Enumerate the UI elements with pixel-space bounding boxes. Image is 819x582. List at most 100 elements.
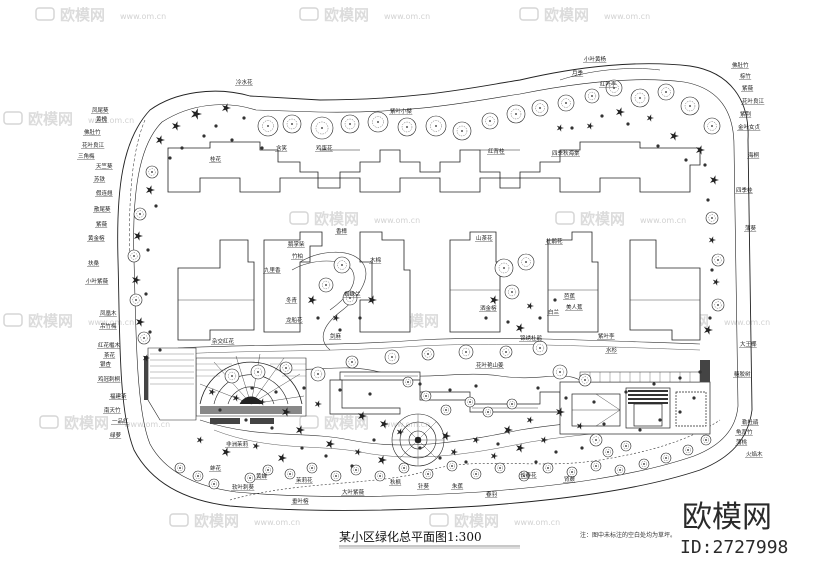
tree-symbol (682, 444, 694, 456)
plant-label-text: 南天竹 (104, 406, 121, 414)
shrub-symbol (564, 396, 568, 400)
shrub-symbol (678, 376, 682, 380)
shrub-symbol (448, 388, 452, 392)
plant-label-text: 水杉 (606, 346, 618, 354)
watermark-text: 欧模网 (28, 312, 73, 330)
palm-symbol (134, 231, 143, 241)
tree-symbol (340, 114, 360, 134)
shrub-symbol (350, 464, 354, 468)
plant-label-text: 蜘蛛兰 (344, 290, 361, 298)
palm-symbol (704, 325, 713, 335)
tree-symbol (464, 396, 476, 408)
palm-symbol (540, 436, 548, 444)
palm-symbol (516, 323, 525, 333)
plant-label-text: 红叶李 (600, 80, 617, 88)
shrub-symbol (506, 320, 510, 324)
plant-label: 桂花 (209, 155, 222, 163)
plant-label: 天竺葵 (95, 162, 113, 170)
plant-label: 吊竹梅 (99, 322, 117, 330)
tree-symbol (602, 446, 614, 458)
tree-symbol (660, 452, 672, 464)
watermark-url: www.om.cn (374, 216, 420, 225)
plant-label-text: 桂花 (210, 155, 222, 163)
shrub-symbol (230, 138, 234, 142)
tree-symbol (425, 115, 447, 137)
tree-symbol (614, 464, 626, 476)
shrub-symbol (158, 348, 162, 352)
tree-symbol (224, 368, 240, 384)
plant-label: 红背桂 (487, 147, 505, 155)
shrub-symbol (592, 400, 596, 404)
tree-symbol (458, 344, 474, 360)
shrub-symbol (652, 382, 656, 386)
shrub-symbol (180, 146, 184, 150)
plant-label: 四季桂 (735, 186, 753, 194)
plant-label: 紫荆 (739, 110, 752, 118)
plant-label: 白兰 (547, 308, 560, 316)
plant-label: 蒲桃 (735, 438, 748, 446)
palm-symbol (308, 295, 317, 305)
watermark-text: 欧模网 (544, 6, 589, 24)
watermark-url: www.om.cn (254, 518, 300, 527)
tree-symbol (494, 462, 506, 474)
watermark-url: www.om.cn (120, 12, 166, 21)
shrub-symbol (626, 122, 630, 126)
plant-label-text: 非洲茉莉 (226, 440, 249, 448)
palm-symbol (450, 448, 458, 456)
plant-label: 佛肚竹 (83, 128, 101, 136)
plant-label-text: 苏铁 (94, 175, 106, 183)
plant-label: 紫薇 (741, 84, 754, 92)
plant-label-text: 山茶花 (476, 234, 493, 242)
pool-area (559, 371, 711, 435)
watermark-icon (299, 415, 319, 429)
tree-symbol (244, 472, 256, 484)
palm-symbol (380, 419, 389, 429)
shrub-symbol (338, 328, 342, 332)
tree-symbol (192, 470, 204, 482)
plant-label-text: 凤凰木 (100, 309, 117, 317)
tree-symbol (127, 249, 141, 263)
plant-label: 冷水花 (235, 78, 253, 86)
watermark-text: 欧模网 (194, 512, 239, 530)
shrub-symbol (624, 390, 628, 394)
watermark-text: 欧模网 (324, 414, 369, 432)
shrub-symbol (324, 454, 328, 458)
plant-label-text: 芭蕉 (564, 292, 576, 300)
palm-symbol (396, 428, 404, 436)
tree-symbol (310, 366, 326, 382)
tree-symbol (700, 434, 712, 446)
tree-symbol (398, 462, 410, 474)
palm-symbol (516, 443, 525, 453)
watermark-url: www.om.cn (724, 318, 770, 327)
tree-symbol (566, 466, 578, 478)
plant-label-text: 紫薇 (96, 220, 108, 228)
palm-symbol (232, 394, 240, 402)
palm-symbol (278, 453, 287, 463)
tree-symbol (367, 111, 389, 133)
plant-label-text: 绿萝 (110, 431, 122, 439)
plant-label: 大王椰 (739, 340, 757, 348)
plant-label-text: 小叶黄杨 (584, 55, 607, 63)
tree-symbol (605, 79, 623, 97)
palm-symbol (222, 447, 231, 457)
plant-label: 凤尾葵 (91, 106, 109, 114)
plant-label-text: 大叶紫薇 (342, 488, 365, 496)
plant-label-text: 木棉 (370, 256, 382, 264)
palm-symbol (490, 452, 498, 460)
palm-symbol (296, 425, 305, 435)
shrub-symbol (438, 456, 442, 460)
garden-paths (175, 251, 721, 501)
plant-label-text: 凤尾葵 (92, 106, 109, 114)
plant-label-text: 九里香 (264, 266, 281, 274)
plant-label-text: 佛肚竹 (732, 61, 749, 69)
palm-symbol (616, 107, 625, 117)
tree-symbol (470, 468, 482, 480)
shrub-symbol (658, 418, 662, 422)
tree-symbol (318, 277, 334, 293)
palm-symbol (490, 295, 499, 305)
plant-label: 散尾葵 (93, 205, 111, 213)
